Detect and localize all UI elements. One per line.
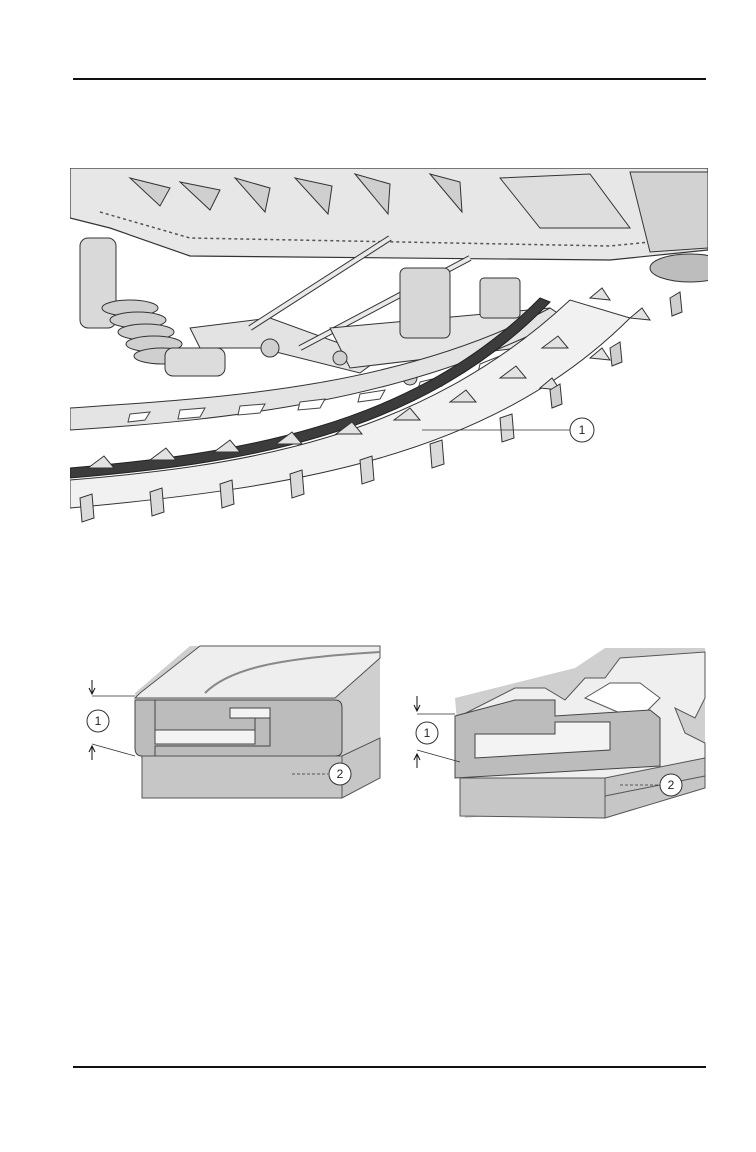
suspension-illustration: 1 (70, 168, 708, 528)
slider-profile-worn: 1 2 (405, 638, 710, 828)
dimension-arrow-top (414, 696, 420, 711)
callout-1-label: 1 (424, 726, 431, 740)
footer-rule (73, 1066, 706, 1068)
dimension-arrow-bottom (414, 754, 420, 768)
callout-2-label: 2 (668, 778, 675, 792)
dimension-arrow-top (89, 680, 95, 694)
dimension-arrow-bottom (89, 746, 95, 760)
callout-1-label: 1 (579, 423, 586, 437)
slider-profile-new: 1 2 (80, 638, 390, 828)
header-rule (73, 78, 706, 80)
callout-2-label: 2 (337, 767, 344, 781)
callout-1-label: 1 (95, 714, 102, 728)
